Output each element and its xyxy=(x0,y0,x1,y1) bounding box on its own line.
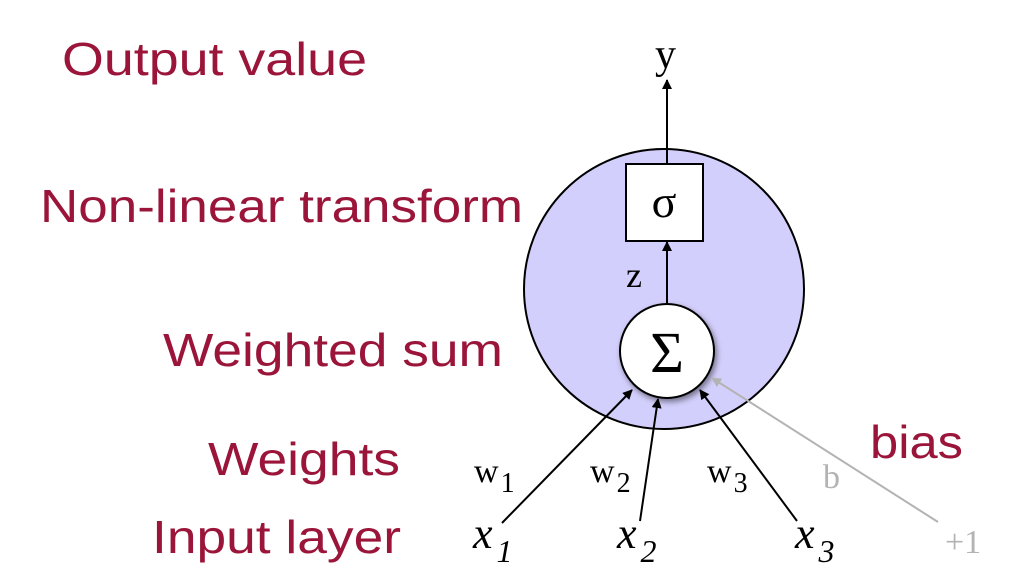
input-arrow-3 xyxy=(699,389,798,522)
label-bias: bias xyxy=(870,416,963,468)
neuron-circle xyxy=(523,148,805,430)
z-label: z xyxy=(626,255,642,295)
bias-input-plus-one: +1 xyxy=(945,524,981,561)
input-arrow-2 xyxy=(639,398,662,522)
input-arrow-1 xyxy=(501,389,633,524)
label-input-layer: Input layer xyxy=(152,511,401,563)
bias-weight-b: b xyxy=(823,459,840,496)
label-nonlinear-transform: Non-linear transform xyxy=(40,180,523,232)
bias-arrow xyxy=(711,377,939,523)
sum-node xyxy=(619,303,715,399)
sum-symbol: Σ xyxy=(650,320,684,385)
label-weighted-sum: Weighted sum xyxy=(163,324,503,376)
label-output-value: Output value xyxy=(62,33,367,85)
weight-w1: w1 xyxy=(474,453,515,499)
weight-w2: w2 xyxy=(590,453,631,499)
output-y: y xyxy=(655,32,676,78)
label-weights: Weights xyxy=(208,433,400,485)
activation-box xyxy=(625,163,704,242)
sigma-symbol: σ xyxy=(652,176,677,227)
weight-w3: w3 xyxy=(707,453,748,499)
